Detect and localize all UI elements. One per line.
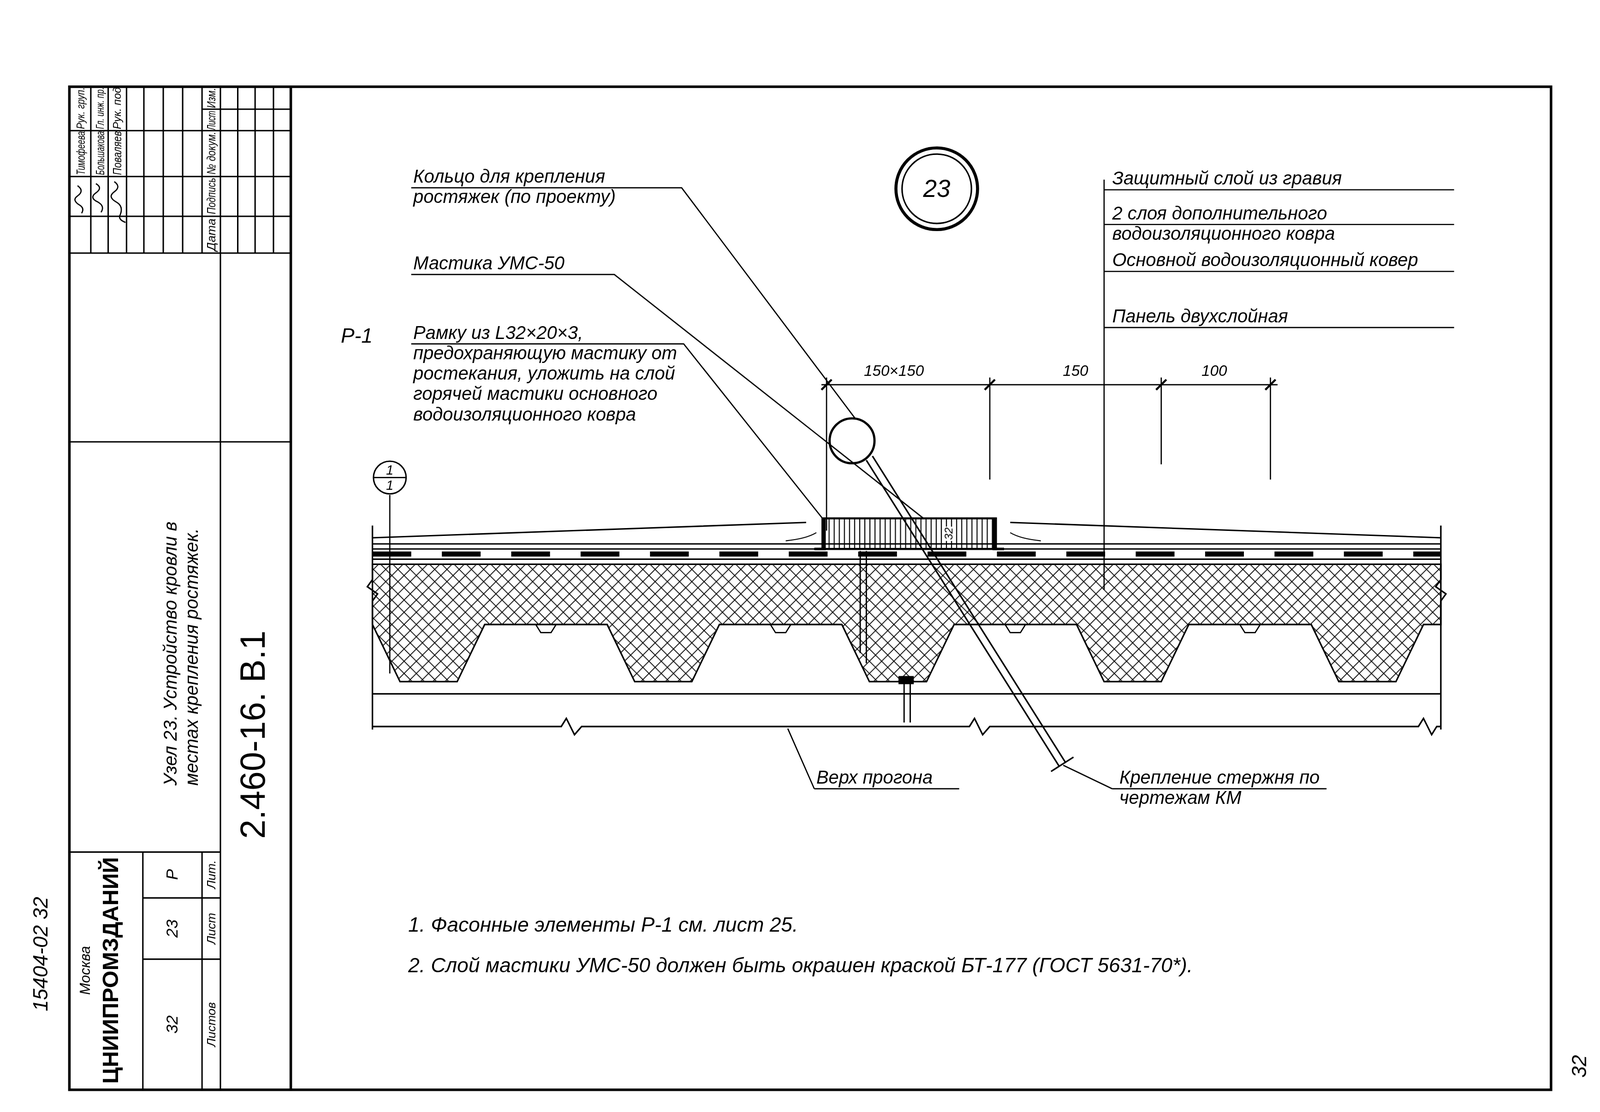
layer-label: Панель двухслойная — [1112, 306, 1460, 327]
archive-number: 15404-02 32 — [29, 896, 53, 1012]
layer-label: Основной водоизоляционный ковер — [1112, 249, 1460, 271]
section-mark-circle-ring — [373, 461, 407, 494]
title-block-cell: 32 — [163, 1015, 182, 1034]
roof-section — [372, 551, 1441, 557]
roof-section — [866, 456, 1074, 772]
roof-section — [829, 418, 875, 464]
callout-circle: 23 — [893, 145, 980, 232]
layer-label: Защитный слой из гравия — [1112, 168, 1460, 189]
callout-number: 1 — [386, 477, 394, 493]
sheet-frame — [69, 86, 1551, 1090]
title-block-cell: Дата — [203, 218, 219, 251]
title-block-cell: Подпись — [203, 177, 219, 215]
signature — [74, 185, 83, 214]
title-block-cell: 23 — [163, 919, 182, 938]
roof-section — [367, 525, 1446, 730]
dimension-label: 150×150 — [863, 361, 924, 380]
title-block-cell: Поваляев — [110, 130, 125, 175]
note-text: 1. Фасонные элементы Р-1 см. лист 25. — [408, 913, 798, 937]
title-block-grid — [69, 109, 291, 960]
title-text: Узел 23. Устройство кровли в местах креп… — [160, 479, 203, 786]
leader-line — [411, 274, 924, 519]
roof-section — [372, 564, 1441, 682]
dimension-line — [821, 377, 1278, 531]
signature — [74, 181, 126, 223]
signature — [111, 181, 126, 223]
dimension-label: 100 — [1201, 361, 1227, 380]
callout-label: Крепление стержня по чертежам КМ — [1119, 767, 1334, 809]
dimension-line — [821, 379, 1276, 390]
dimension-label: 32 — [942, 526, 956, 542]
title-block-grid — [69, 86, 291, 1090]
leader-line — [389, 179, 1455, 789]
roof-section — [814, 518, 1005, 549]
callout-label: Верх прогона — [816, 767, 933, 788]
drawing-number: 2.460-16. В.1 — [233, 630, 274, 839]
title-block-cell: Рук. под — [110, 87, 125, 130]
title-block-grid — [90, 86, 274, 1090]
roof-section — [535, 624, 1261, 633]
section-mark-circle: 11 — [372, 460, 408, 495]
organization-name: ЦНИИПРОМЗДАНИЙ — [97, 856, 123, 1084]
callout-number: 1 — [386, 462, 394, 478]
sheet-frame — [69, 86, 1551, 1090]
dimension-label: 150 — [1062, 361, 1089, 380]
title-block-cell: Лист — [203, 110, 219, 130]
element-mark: Р-1 — [340, 324, 373, 349]
callout-number: 23 — [922, 174, 951, 203]
roof-section — [372, 693, 1441, 735]
dimension-line — [821, 377, 1278, 531]
roof-section — [860, 551, 867, 664]
callout-label: Кольцо для крепления ростяжек (по проект… — [413, 166, 689, 208]
title-block-cell: Лист — [203, 912, 219, 945]
title-block-cell: Рук. груп. — [73, 87, 87, 130]
title-block-cell: Лит. — [203, 860, 219, 889]
title-block-cell: Большакова — [92, 130, 107, 175]
signature — [92, 183, 103, 213]
roof-section — [822, 518, 996, 549]
callout-label: Мастика УМС-50 — [413, 253, 565, 274]
title-block-cell: Р — [163, 868, 182, 881]
title-block-cell: Листов — [203, 1002, 219, 1047]
leader-line — [787, 728, 960, 790]
layer-label: 2 слоя дополнительного водоизоляционного… — [1112, 202, 1460, 244]
leader-line — [389, 494, 391, 674]
title-block-cell: Гл. инж. пр. — [92, 87, 107, 130]
organization-city: Москва — [76, 945, 93, 995]
note-text: 2. Слой мастики УМС-50 должен быть окраш… — [408, 954, 1193, 978]
page-number: 32 — [1567, 1054, 1592, 1078]
callout-label: Рамку из L32×20×3, предохраняющую мастик… — [413, 322, 681, 425]
roof-section — [904, 683, 911, 723]
title-block-cell: № докум. — [203, 131, 219, 175]
roof-section — [367, 418, 1446, 772]
sheet-frame — [289, 86, 293, 1090]
callout-circle-ring — [895, 148, 978, 230]
callout-circle-ring — [902, 154, 972, 224]
title-block-cell: Тимофеева — [72, 130, 88, 175]
title-block-cell: Изм. — [203, 88, 219, 109]
roof-section — [898, 676, 914, 684]
